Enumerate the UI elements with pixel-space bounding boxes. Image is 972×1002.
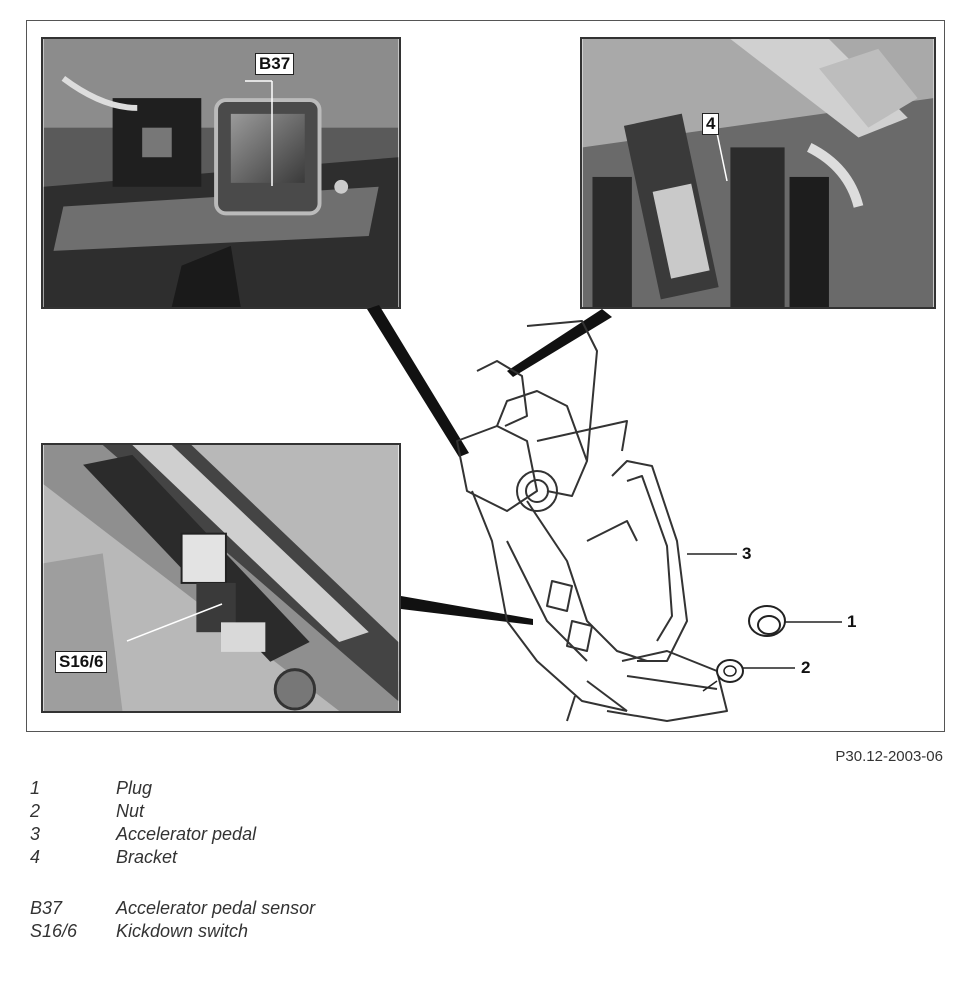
legend-key: 4: [30, 847, 41, 867]
legend-item: 1 Plug: [30, 777, 315, 800]
plug-part: [748, 605, 786, 637]
nut-part: [716, 659, 744, 683]
bracket-photo-illustration: [582, 39, 934, 307]
pedal-outline: [456, 320, 728, 722]
legend-item: 4 Bracket: [30, 846, 315, 869]
legend-label: Nut: [116, 801, 145, 821]
figure-frame: B37 4 S16/6 1 2 3: [26, 20, 945, 732]
legend-item: B37 Accelerator pedal sensor: [30, 897, 315, 920]
legend-spacer: [30, 869, 315, 897]
label-b37: B37: [255, 53, 295, 75]
legend-label: Accelerator pedal sensor: [116, 898, 316, 918]
pointer-to-bracket: [507, 309, 612, 377]
legend-key: 1: [30, 778, 41, 798]
label-2: 2: [801, 658, 811, 677]
legend-item: 3 Accelerator pedal: [30, 823, 315, 846]
legend: 1 Plug 2 Nut 3 Accelerator pedal 4 Bracket B…: [30, 777, 315, 943]
legend-key: B37: [30, 898, 63, 918]
switch-photo-illustration: [43, 445, 399, 711]
legend-label: Plug: [116, 778, 153, 798]
legend-label: Accelerator pedal: [116, 824, 257, 844]
legend-key: 3: [30, 824, 41, 844]
legend-item: S16/6 Kickdown switch: [30, 920, 315, 943]
legend-key: 2: [30, 801, 41, 821]
pointer-to-b37: [367, 305, 469, 457]
legend-label: Kickdown switch: [116, 921, 249, 941]
label-4: 4: [702, 113, 720, 135]
figure-code: P30.12-2003-06: [835, 748, 943, 765]
sensor-photo-illustration: [43, 39, 399, 307]
photo-bracket: [580, 37, 936, 309]
legend-key: S16/6: [30, 921, 78, 941]
label-1: 1: [847, 612, 857, 631]
pointer-to-s16-6: [401, 596, 533, 625]
leader-line-nut: [702, 680, 718, 692]
legend-item: 2 Nut: [30, 800, 315, 823]
photo-kickdown-switch: [41, 443, 401, 713]
label-s16-6: S16/6: [55, 651, 108, 673]
legend-label: Bracket: [116, 847, 178, 867]
photo-b37-sensor: [41, 37, 401, 309]
label-3: 3: [742, 544, 752, 563]
